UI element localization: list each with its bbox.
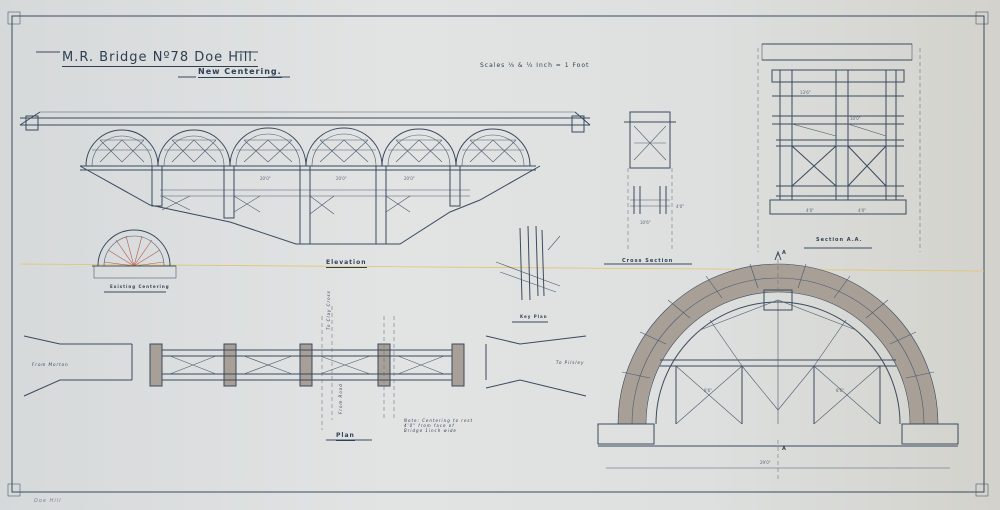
- section-mark-top: A: [782, 250, 787, 256]
- corner-note: Doe Hill: [34, 498, 62, 504]
- section-mark-bottom: A: [782, 446, 787, 452]
- from-road-label: From Road: [338, 383, 343, 414]
- key-plan-view: [495, 225, 561, 323]
- svg-text:4'0": 4'0": [806, 208, 814, 213]
- svg-text:10'6": 10'6": [640, 220, 651, 225]
- svg-text:13'6": 13'6": [800, 90, 811, 95]
- plan-label: Plan: [336, 432, 355, 441]
- drawing-title: M.R. Bridge Nº78 Doe Hill.: [62, 50, 259, 67]
- existing-centering-view: [92, 229, 177, 293]
- svg-text:4'0": 4'0": [858, 208, 866, 213]
- datum-line: [19, 263, 985, 272]
- svg-text:8'6": 8'6": [836, 388, 844, 393]
- plan-note: Note: Centering to rest 4'0" from face o…: [404, 418, 474, 433]
- scale-note: Scales ⅛ & ¼ Inch = 1 Foot: [480, 62, 590, 69]
- svg-text:20'0": 20'0": [336, 176, 347, 181]
- to-pilsley-label: To Pilsley: [556, 360, 585, 365]
- key-plan-label: Key Plan: [520, 314, 548, 319]
- svg-text:8'6": 8'6": [704, 388, 712, 393]
- cross-section-view: 10'6" 4'0": [604, 111, 692, 265]
- svg-text:10'0": 10'0": [850, 116, 861, 121]
- cross-section-label: Cross Section: [622, 258, 674, 264]
- svg-text:20'0": 20'0": [404, 176, 415, 181]
- existing-centering-label: Existing Centering: [110, 284, 170, 289]
- plan-view: [23, 306, 587, 441]
- elevation-view: 20'0" 20'0" 20'0": [19, 111, 591, 245]
- svg-text:29'0": 29'0": [760, 460, 771, 465]
- section-aa-label: Section A.A.: [816, 237, 863, 243]
- svg-text:4'0": 4'0": [676, 204, 684, 209]
- arch-section-view: 29'0" 8'6" 8'6": [597, 250, 959, 480]
- svg-text:20'0": 20'0": [260, 176, 271, 181]
- drawing-subtitle: New Centering.: [198, 67, 282, 78]
- from-morton-label: From Morton: [32, 362, 69, 367]
- to-clay-cross-label: To Clay Cross: [326, 290, 331, 330]
- section-aa-view: 13'6" 10'0" 4'0" 4'0": [757, 43, 921, 252]
- elevation-label: Elevation: [326, 259, 367, 268]
- sheet-border: [11, 15, 985, 493]
